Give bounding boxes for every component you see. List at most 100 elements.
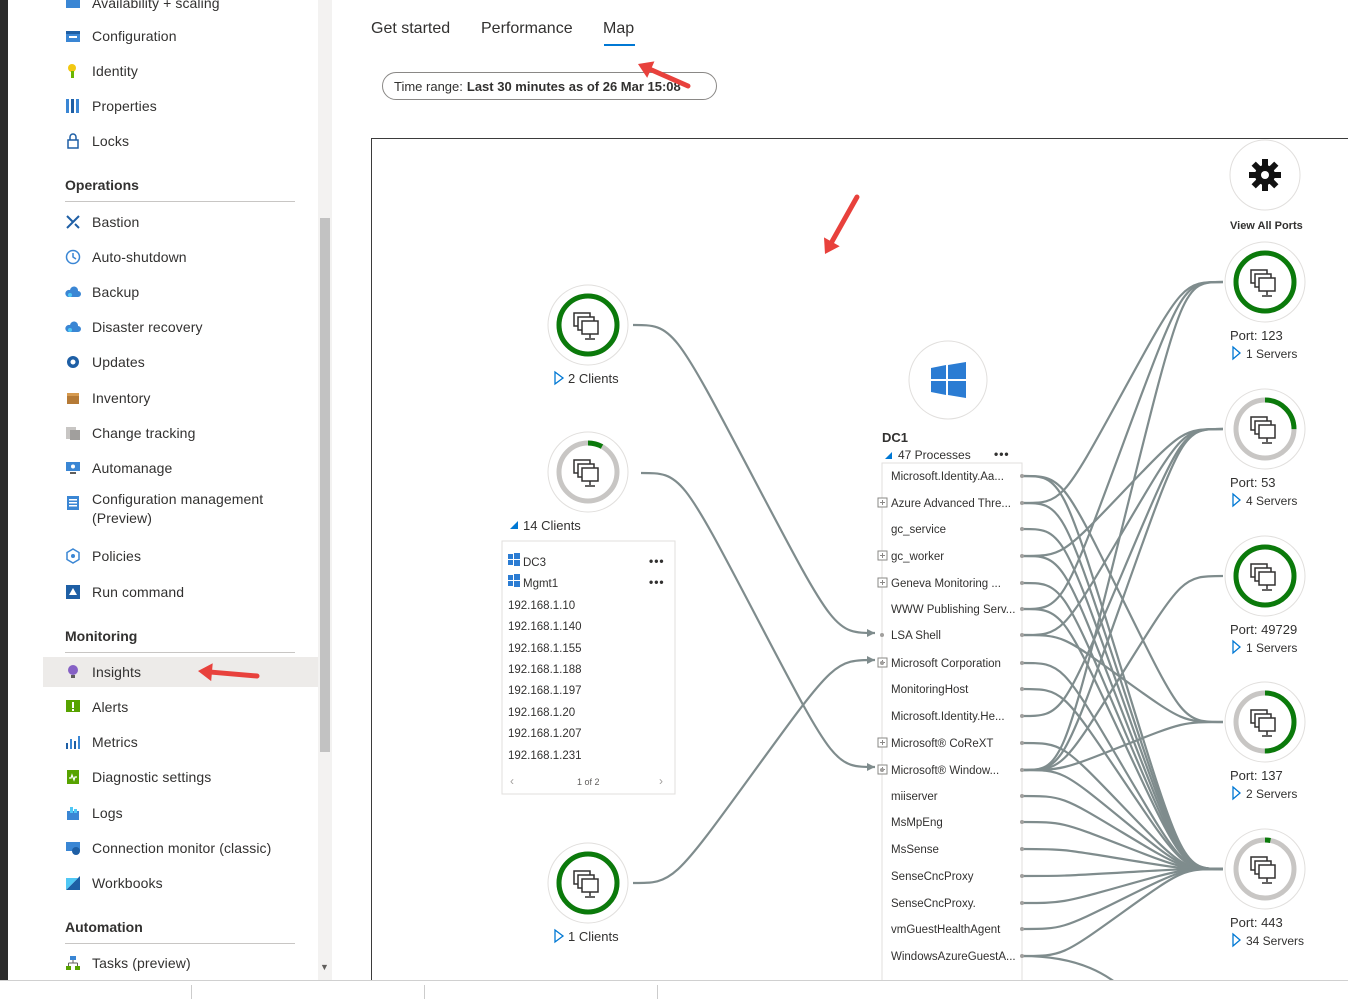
port-label[interactable]: Port: 123 [1230,328,1283,343]
process-item[interactable]: WWW Publishing Serv... [891,604,1024,616]
client-ip[interactable]: 192.168.1.231 [508,750,582,762]
process-item[interactable]: WindowsAzureGuestA... [891,951,1024,963]
clients-list-item[interactable]: 192.168.1.140 [508,621,582,633]
process-item[interactable]: Microsoft® Window... [877,764,1024,777]
sidebar-item-workbooks[interactable]: Workbooks [43,868,318,898]
sidebar-item-disaster-recovery[interactable]: Disaster recovery [43,312,318,342]
process-name[interactable]: Azure Advanced Thre... [891,498,1011,510]
more-actions-icon[interactable]: ••• [649,575,665,589]
sidebar-item-availability-scaling[interactable]: Availability + scaling [43,0,318,18]
client-group-label[interactable]: 14 Clients [523,518,581,533]
sidebar-item-auto-shutdown[interactable]: Auto-shutdown [43,242,318,272]
expand-toggle-icon[interactable] [1232,639,1241,655]
process-item[interactable]: LSA Shell [880,630,1024,642]
client-group-node[interactable] [547,431,629,513]
clients-list-item[interactable]: 192.168.1.20 [508,707,575,719]
sidebar-item-logs[interactable]: Logs [43,798,318,828]
sidebar-item-metrics[interactable]: Metrics [43,727,318,757]
sidebar-item-connection-monitor-classic[interactable]: Connection monitor (classic) [43,833,318,863]
sidebar-item-inventory[interactable]: Inventory [43,383,318,413]
process-item[interactable]: gc_worker [877,550,1024,563]
clients-list-item[interactable]: 192.168.1.155 [508,643,582,655]
process-name[interactable]: SenseCncProxy [891,871,974,883]
port-label[interactable]: Port: 49729 [1230,622,1297,637]
sidebar-item-updates[interactable]: Updates [43,347,318,377]
clients-list-item[interactable]: 192.168.1.231 [508,750,582,762]
process-name[interactable]: gc_worker [891,551,944,563]
machine-more-actions-icon[interactable]: ••• [994,447,1010,461]
time-range-button[interactable]: Time range: Last 30 minutes as of 26 Mar… [382,72,717,100]
client-group-node[interactable] [547,284,629,366]
process-name[interactable]: MsSense [891,844,939,856]
expand-toggle-icon[interactable] [1232,932,1241,948]
client-ip[interactable]: 192.168.1.140 [508,621,582,633]
pager-prev-button[interactable]: ‹ [510,774,514,788]
sidebar-item-insights[interactable]: Insights [43,657,318,687]
sidebar-item-run-command[interactable]: Run command [43,577,318,607]
sidebar-item-backup[interactable]: Backup [43,277,318,307]
process-name[interactable]: Microsoft.Identity.Aa... [891,471,1004,483]
clients-list-item[interactable]: 192.168.1.197 [508,685,582,697]
process-item[interactable]: SenseCncProxy [891,871,1024,883]
process-item[interactable]: gc_service [891,524,1024,536]
port-servers-label[interactable]: 34 Servers [1246,934,1304,948]
sidebar-item-properties[interactable]: Properties [43,91,318,121]
process-item[interactable]: Microsoft® CoReXT [877,737,1024,750]
process-name[interactable]: MonitoringHost [891,684,969,696]
expand-toggle-icon[interactable] [1232,492,1241,508]
port-label[interactable]: Port: 137 [1230,768,1283,783]
process-item[interactable]: Microsoft.Identity.He... [891,711,1024,723]
sidebar-item-identity[interactable]: Identity [43,56,318,86]
expand-toggle-icon[interactable] [1232,345,1241,361]
port-servers-label[interactable]: 1 Servers [1246,641,1297,655]
client-name[interactable]: Mgmt1 [523,578,558,590]
clients-list-item[interactable]: DC3 ••• [508,553,665,569]
sidebar-item-policies[interactable]: Policies [43,541,318,571]
sidebar-item-automanage[interactable]: Automanage [43,453,318,483]
process-name[interactable]: Microsoft® CoReXT [891,738,993,750]
process-item[interactable]: MsMpEng [891,817,1024,829]
client-group-node[interactable] [547,842,629,924]
port-node[interactable] [1224,241,1306,323]
process-name[interactable]: miiserver [891,791,938,803]
expand-toggle-icon[interactable] [554,928,565,944]
expand-toggle-icon[interactable] [1232,785,1241,801]
process-item[interactable]: Azure Advanced Thre... [877,497,1024,510]
process-name[interactable]: Microsoft Corporation [891,658,1001,670]
scroll-down-arrow-icon[interactable]: ▼ [320,962,329,972]
tab-get-started[interactable]: Get started [371,20,451,37]
clients-list-item[interactable]: 192.168.1.188 [508,664,582,676]
sidebar-item-change-tracking[interactable]: Change tracking [43,418,318,448]
client-name[interactable]: DC3 [523,557,546,569]
view-all-ports-label[interactable]: View All Ports [1230,220,1303,232]
port-label[interactable]: Port: 53 [1230,475,1276,490]
client-ip[interactable]: 192.168.1.10 [508,600,575,612]
port-node[interactable] [1224,388,1306,470]
process-name[interactable]: SenseCncProxy. [891,898,976,910]
process-name[interactable]: Microsoft.Identity.He... [891,711,1005,723]
client-ip[interactable]: 192.168.1.188 [508,664,582,676]
sidebar-item-locks[interactable]: Locks [43,126,318,156]
processes-collapse-icon[interactable] [885,452,892,459]
process-item[interactable]: Microsoft.Identity.Aa... [891,471,1024,483]
process-name[interactable]: vmGuestHealthAgent [891,924,1001,936]
sidebar-scrollbar-thumb[interactable] [320,218,330,752]
port-label[interactable]: Port: 443 [1230,915,1283,930]
expand-toggle-icon[interactable] [510,521,518,529]
more-actions-icon[interactable]: ••• [649,554,665,568]
client-ip[interactable]: 192.168.1.155 [508,643,582,655]
process-item[interactable]: MsSense [891,844,1024,856]
sidebar-item-configuration[interactable]: Configuration [43,21,318,51]
client-group-label[interactable]: 2 Clients [568,371,619,386]
process-name[interactable]: WindowsAzureGuestA... [891,951,1016,963]
port-servers-label[interactable]: 2 Servers [1246,787,1297,801]
sidebar-item-tasks-preview[interactable]: Tasks (preview) [43,948,318,978]
client-ip[interactable]: 192.168.1.207 [508,728,582,740]
process-name[interactable]: WWW Publishing Serv... [891,604,1015,616]
machine-node[interactable] [908,340,988,420]
port-servers-label[interactable]: 1 Servers [1246,347,1297,361]
clients-list-item[interactable]: Mgmt1 ••• [508,574,665,590]
tab-performance[interactable]: Performance [481,20,573,37]
process-item[interactable]: Geneva Monitoring ... [877,577,1024,590]
